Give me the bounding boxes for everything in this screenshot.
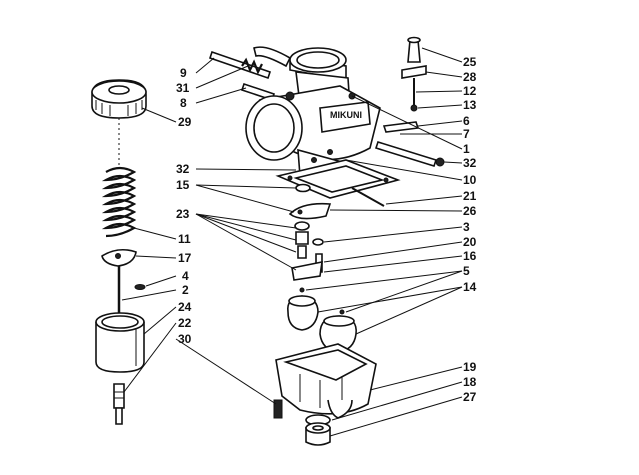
callout-22: 22	[178, 316, 192, 330]
callout-21: 21	[463, 189, 477, 203]
part-float-arm-assembly	[288, 183, 332, 281]
callout-23: 23	[176, 207, 190, 221]
callout-17: 17	[178, 251, 192, 265]
callout-13: 13	[463, 98, 477, 112]
part-spring	[101, 166, 137, 238]
callout-6: 6	[463, 114, 470, 128]
callout-26: 26	[463, 204, 477, 218]
callout-1: 1	[463, 142, 470, 156]
leader-lines	[121, 47, 463, 437]
callout-18: 18	[463, 375, 477, 389]
callout-9: 9	[180, 66, 187, 80]
part-carburetor-body: MIKUNI	[245, 47, 381, 188]
callout-4: 4	[182, 269, 189, 283]
part-pilot-screws	[208, 46, 292, 102]
callout-27: 27	[463, 390, 477, 404]
callout-32-left: 32	[176, 162, 190, 176]
part-floats	[286, 287, 357, 353]
part-needle-clip	[134, 284, 146, 290]
callout-30: 30	[178, 332, 192, 346]
part-choke-lever	[374, 121, 445, 167]
callout-19: 19	[463, 360, 477, 374]
callout-28: 28	[463, 70, 477, 84]
callout-2: 2	[182, 283, 189, 297]
callout-12: 12	[463, 84, 477, 98]
part-drain-plug	[305, 414, 331, 446]
callout-3: 3	[463, 220, 470, 234]
callout-24: 24	[178, 300, 192, 314]
part-top-fitting	[401, 36, 427, 112]
callout-32-right: 32	[463, 156, 477, 170]
part-cap	[91, 79, 147, 119]
part-retainer-plate	[101, 248, 137, 267]
callout-10: 10	[463, 173, 477, 187]
brand-mark: MIKUNI	[330, 110, 362, 120]
callout-11: 11	[178, 232, 191, 246]
part-plug-screw	[273, 399, 283, 419]
callout-15: 15	[176, 178, 190, 192]
callout-7: 7	[463, 127, 470, 141]
callout-31: 31	[176, 81, 190, 95]
callout-8: 8	[180, 96, 187, 110]
callout-numbers: 25 28 12 13 6 7 1 32 10 21 26 3 20 16 5 …	[176, 55, 477, 404]
callout-5: 5	[463, 264, 470, 278]
part-main-jet	[113, 383, 125, 425]
callout-25: 25	[463, 55, 477, 69]
callout-14: 14	[463, 280, 477, 294]
part-throttle-valve	[95, 312, 145, 373]
callout-29: 29	[178, 115, 192, 129]
part-float-chamber	[275, 343, 377, 419]
callout-16: 16	[463, 249, 477, 263]
part-float-pin	[351, 187, 385, 207]
callout-20: 20	[463, 235, 477, 249]
